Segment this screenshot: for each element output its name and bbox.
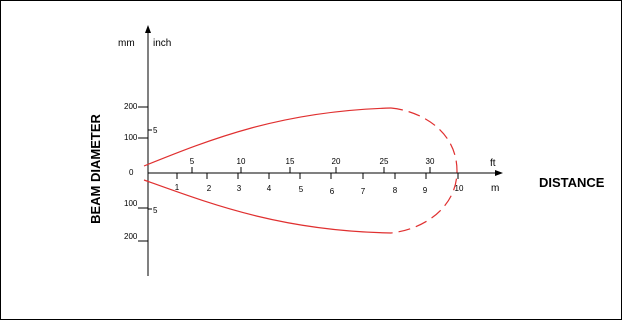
m-tick-label: 9 (423, 186, 428, 195)
m-tick-label: 1 (175, 183, 180, 192)
m-tick-label: 4 (267, 184, 272, 193)
y-unit-inch: inch (153, 38, 171, 49)
y-unit-mm: mm (118, 38, 135, 49)
mm-tick-label: 0 (129, 168, 134, 177)
x-axis-arrow (495, 170, 503, 176)
mm-tick-label: 200 (124, 102, 138, 111)
inch-tick-label: 5 (153, 206, 158, 215)
ft-tick-label: 30 (426, 157, 435, 166)
m-tick-label: 7 (361, 187, 366, 196)
x-unit-m: m (491, 183, 499, 194)
m-tick-label: 10 (455, 184, 464, 193)
ft-tick-label: 10 (237, 157, 246, 166)
beam-far-edge-dashed (390, 107, 458, 234)
y-axis-title: BEAM DIAMETER (88, 114, 103, 224)
ft-tick-label: 20 (332, 157, 341, 166)
y-axis-arrow (145, 25, 151, 33)
mm-tick-label: 100 (124, 199, 138, 208)
ft-tick-label: 5 (190, 157, 195, 166)
mm-tick-label: 200 (124, 232, 138, 241)
m-tick-label: 6 (330, 187, 335, 196)
m-tick-label: 8 (393, 186, 398, 195)
x-unit-ft: ft (490, 158, 496, 169)
beam-upper-curve (143, 107, 392, 167)
x-axis-title: DISTANCE (539, 175, 605, 190)
inch-tick-label: 5 (153, 126, 158, 135)
m-tick-label: 2 (207, 184, 212, 193)
m-tick-label: 3 (237, 184, 242, 193)
beam-lower-curve (143, 179, 392, 234)
mm-tick-label: 100 (124, 133, 138, 142)
ft-tick-label: 25 (380, 157, 389, 166)
ft-tick-label: 15 (286, 157, 295, 166)
m-tick-label: 5 (299, 185, 304, 194)
